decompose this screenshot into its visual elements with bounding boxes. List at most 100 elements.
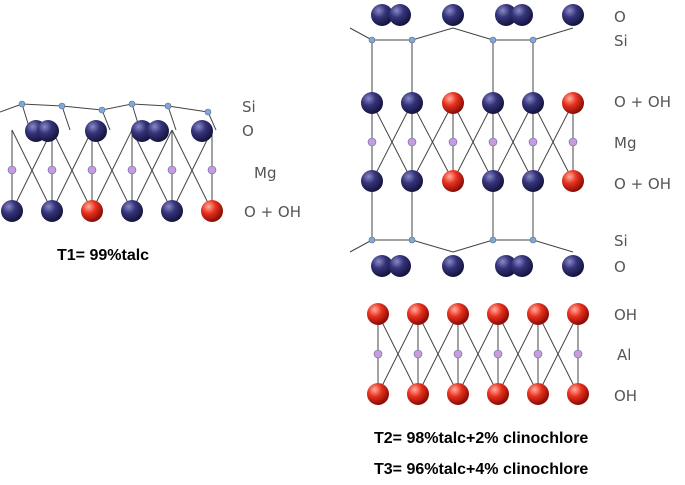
octahedral-bond <box>417 313 459 395</box>
cation-atom <box>207 165 217 175</box>
oxygen-atom <box>161 200 183 222</box>
cation-atom <box>373 349 383 359</box>
hydroxyl-atom <box>527 303 549 325</box>
octahedral-bond <box>171 129 213 212</box>
silicon-atom <box>529 36 537 44</box>
octahedral-bond <box>537 313 579 395</box>
oxygen-atom <box>511 255 533 277</box>
oxygen-atom <box>401 92 423 114</box>
brucite-label-oh-top: OH <box>614 306 637 324</box>
brucite-panel: OH Al OH <box>367 303 637 405</box>
hydroxyl-atom <box>567 383 589 405</box>
cation-atom <box>488 137 498 147</box>
oxygen-atom <box>121 200 143 222</box>
silicon-atom <box>368 236 376 244</box>
hydroxyl-atom <box>367 383 389 405</box>
cation-atom <box>47 165 57 175</box>
cation-atom <box>568 137 578 147</box>
hydroxyl-atom <box>442 92 464 114</box>
cation-atom <box>493 349 503 359</box>
oxygen-atom <box>522 170 544 192</box>
silicon-atom <box>164 102 172 110</box>
oxygen-atom <box>41 200 63 222</box>
hydroxyl-atom <box>407 383 429 405</box>
tetrahedral-bond <box>61 105 103 111</box>
oxygen-atom <box>495 4 517 26</box>
brucite-bonds <box>377 313 579 395</box>
t1-label-si: Si <box>242 98 256 116</box>
octahedral-bond <box>377 313 419 395</box>
talc-label-mg: Mg <box>614 134 636 152</box>
oxygen-atom <box>361 92 383 114</box>
oxygen-atom <box>442 4 464 26</box>
oxygen-atom <box>371 255 393 277</box>
t3-caption: T3= 96%talc+4% clinochlore <box>374 461 588 478</box>
oxygen-atom <box>1 200 23 222</box>
cation-atom <box>407 137 417 147</box>
oxygen-atom <box>482 170 504 192</box>
silicon-atom <box>204 108 212 116</box>
t1-label-mg: Mg <box>254 164 276 182</box>
octahedral-bond <box>131 129 173 212</box>
brucite-label-al: Al <box>617 346 631 364</box>
talc-bonds <box>349 27 574 253</box>
brucite-label-oh-bottom: OH <box>614 387 637 405</box>
oxygen-atom <box>389 255 411 277</box>
octahedral-bond <box>457 313 499 395</box>
octahedral-bond <box>411 102 454 182</box>
t1-caption: T1= 99%talc <box>57 247 149 264</box>
tetrahedral-bond <box>61 105 71 131</box>
hydroxyl-atom <box>442 170 464 192</box>
talc-atoms <box>361 4 584 277</box>
cation-atom <box>367 137 377 147</box>
tetrahedral-bond <box>411 27 454 41</box>
oxygen-atom <box>147 120 169 142</box>
brucite-atoms <box>367 303 589 405</box>
cation-atom <box>533 349 543 359</box>
cation-atom <box>448 137 458 147</box>
silicon-atom <box>408 236 416 244</box>
octahedral-bond <box>11 129 53 212</box>
oxygen-atom <box>131 120 153 142</box>
t2-caption: T2= 98%talc+2% clinochlore <box>374 430 588 447</box>
hydroxyl-atom <box>447 383 469 405</box>
cation-atom <box>127 165 137 175</box>
t1-bonds <box>0 103 217 212</box>
octahedral-bond <box>492 102 534 182</box>
silicon-atom <box>408 36 416 44</box>
talc-label-o-top: O <box>614 8 626 26</box>
hydroxyl-atom <box>562 92 584 114</box>
hydroxyl-atom <box>447 303 469 325</box>
silicon-atom <box>58 102 66 110</box>
oxygen-atom <box>511 4 533 26</box>
oxygen-atom <box>522 92 544 114</box>
t1-label-o-oh: O + OH <box>244 203 301 221</box>
oxygen-atom <box>85 120 107 142</box>
tetrahedral-bond <box>452 239 494 253</box>
hydroxyl-atom <box>567 303 589 325</box>
octahedral-bond <box>51 129 93 212</box>
cation-atom <box>528 137 538 147</box>
oxygen-atom <box>191 120 213 142</box>
t1-atoms <box>1 100 223 222</box>
silicon-atom <box>18 100 26 108</box>
t1-panel: Si O Mg O + OH T1= 99%talc <box>0 98 301 264</box>
bond-line <box>0 103 23 113</box>
hydroxyl-atom <box>201 200 223 222</box>
cation-atom <box>167 165 177 175</box>
hydroxyl-atom <box>487 383 509 405</box>
cation-atom <box>7 165 17 175</box>
oxygen-atom <box>482 92 504 114</box>
tetrahedral-bond <box>101 103 133 111</box>
talc-label-si-top: Si <box>614 32 628 50</box>
hydroxyl-atom <box>407 303 429 325</box>
hydroxyl-atom <box>367 303 389 325</box>
talc-label-o-bottom: O <box>614 258 626 276</box>
silicon-atom <box>529 236 537 244</box>
silicon-atom <box>489 36 497 44</box>
tetrahedral-bond <box>532 27 574 41</box>
talc-label-o-oh-bottom: O + OH <box>614 175 671 193</box>
octahedral-bond <box>91 129 133 212</box>
talc-label-si-bottom: Si <box>614 232 628 250</box>
oxygen-atom <box>37 120 59 142</box>
